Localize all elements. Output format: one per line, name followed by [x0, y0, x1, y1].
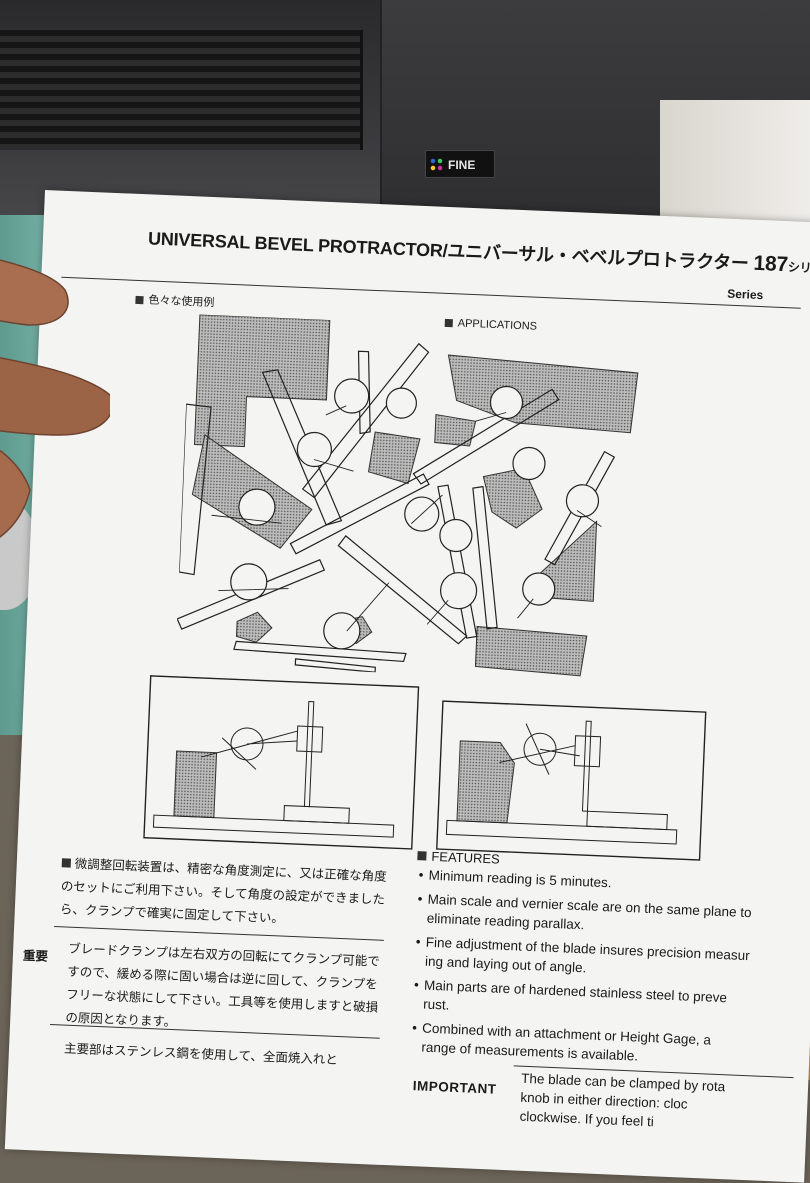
workpiece-block [474, 625, 588, 677]
japanese-note-materials: 主要部はステンレス鋼を使用して、全面焼入れと [63, 1040, 339, 1068]
brand-dots-icon [430, 158, 444, 172]
workpiece-block [367, 431, 421, 485]
japanese-note-fine-adjustment: 微調整回転装置は、精密な角度測定に、又は正確な角度のセットにご利用下さい。そして… [59, 851, 392, 934]
bullet-square-icon [61, 858, 72, 868]
gage-base [283, 805, 350, 824]
features-list: Minimum reading is 5 minutes. Main scale… [409, 865, 797, 1072]
illustration-frame [143, 675, 420, 850]
protractor-dial [523, 732, 557, 766]
blade [261, 369, 343, 526]
important-text: The blade can be clamped by rota knob in… [519, 1070, 726, 1130]
workpiece-block [235, 611, 273, 643]
printer-brand-text: FINE [448, 158, 476, 172]
blade [176, 559, 326, 630]
title-text: UNIVERSAL BEVEL PROTRACTOR/ユニバーサル・ベベルプロト… [147, 228, 750, 274]
finger [0, 356, 110, 436]
protractor-dial [323, 612, 361, 650]
document-title: UNIVERSAL BEVEL PROTRACTOR/ユニバーサル・ベベルプロト… [148, 224, 810, 279]
protractor-dial [439, 572, 478, 610]
series-label-ja: シリーズ [787, 260, 810, 277]
surface-plate [445, 819, 678, 845]
protractor-dial [230, 563, 268, 601]
height-gage-illustration-right [436, 700, 707, 861]
finger [0, 259, 69, 326]
palm [0, 449, 31, 538]
blade [233, 640, 407, 663]
height-gage-column [296, 700, 324, 808]
protractor-dial [439, 518, 473, 553]
protractor-dial [512, 446, 546, 481]
series-label-en: Series [726, 286, 764, 303]
workpiece-block [456, 740, 515, 824]
blade [178, 403, 212, 576]
printer-brand-logo: FINE [425, 150, 495, 178]
protractor-dial [522, 572, 556, 606]
protractor-arm [211, 405, 602, 632]
surface-plate [152, 814, 395, 838]
gage-base [586, 810, 668, 831]
workpiece-block [193, 314, 331, 448]
blade [357, 350, 371, 435]
workpiece-block [173, 750, 218, 819]
instruction-sheet: UNIVERSAL BEVEL PROTRACTOR/ユニバーサル・ベベルプロト… [4, 190, 810, 1183]
blade [294, 658, 376, 673]
applications-illustration [176, 314, 639, 677]
japanese-note-text: 微調整回転装置は、精密な角度測定に、又は正確な角度のセットにご利用下さい。そして… [59, 855, 388, 926]
blade [337, 535, 468, 645]
applications-heading-ja: 色々な使用例 [135, 291, 215, 310]
height-gage-column [573, 720, 602, 812]
protractor-arm [499, 723, 580, 775]
blade [301, 342, 430, 499]
protractor-dial [296, 431, 332, 468]
printer-paper-slot [0, 30, 363, 150]
height-gage-illustration-left [143, 675, 420, 850]
japanese-important-label: 重要 [22, 947, 49, 964]
protractor-dial [334, 378, 370, 414]
protractor-dial [565, 484, 600, 518]
hand-holding-sheet [0, 259, 110, 538]
protractor-dial [489, 385, 524, 420]
protractor-dial [385, 387, 417, 419]
protractor-dial [238, 488, 276, 526]
blade [289, 473, 430, 555]
blade [472, 485, 498, 630]
protractor-arm [201, 730, 298, 770]
features-section: FEATURES Minimum reading is 5 minutes. M… [409, 846, 798, 1077]
series-number: 187 [753, 251, 789, 277]
workpiece-block [434, 413, 477, 447]
